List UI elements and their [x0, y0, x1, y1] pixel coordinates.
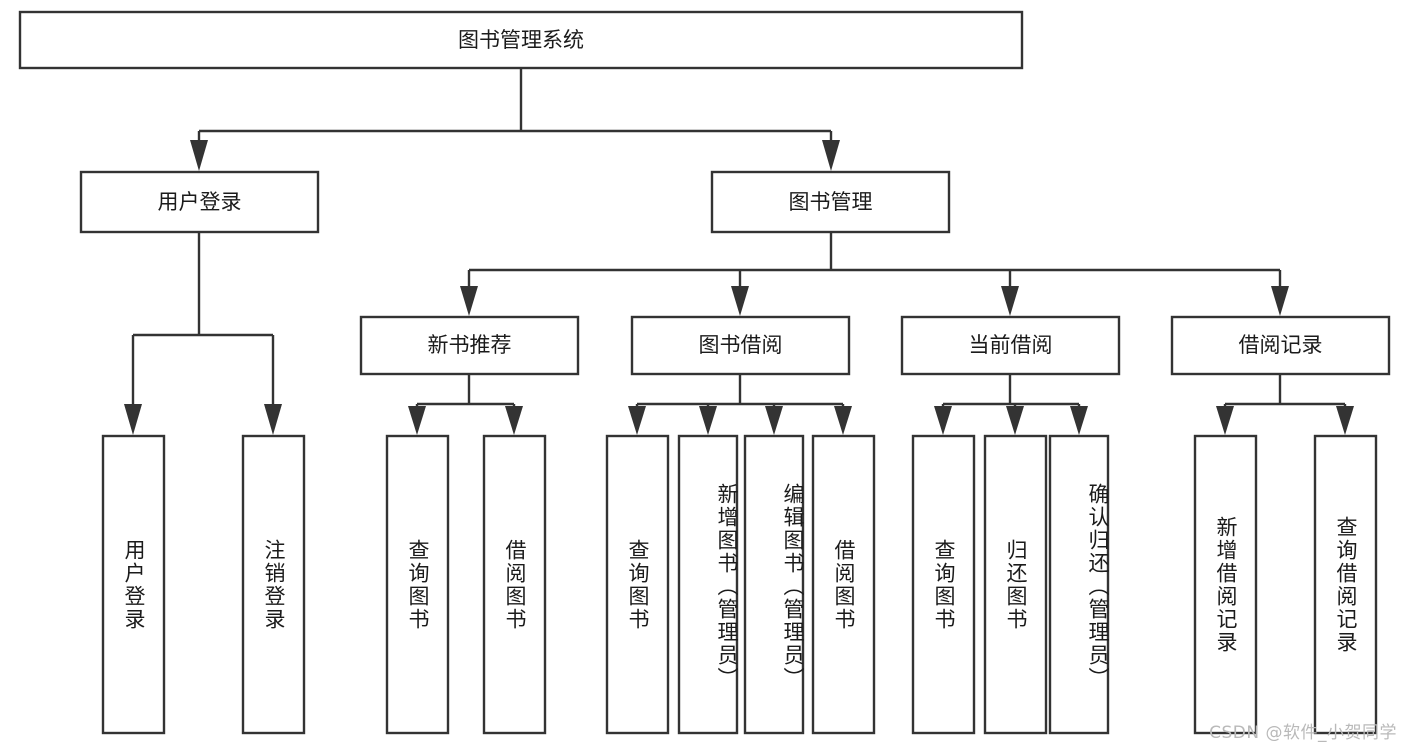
node-leaf-add-book-box[interactable]	[677, 434, 739, 735]
node-leaf-borrow-book-2-box[interactable]	[811, 434, 876, 735]
node-current-borrow-box[interactable]	[900, 315, 1121, 376]
node-leaf-borrow-book-1-box[interactable]	[482, 434, 547, 735]
arrow-head-new-book-rec	[460, 286, 478, 316]
node-borrow-record-box[interactable]	[1170, 315, 1391, 376]
node-leaf-query-record-box[interactable]	[1313, 434, 1378, 735]
arrow-head-leaf-logout	[264, 404, 282, 435]
node-book-manage-label: 图书管理	[789, 190, 873, 214]
node-leaf-return-book-box[interactable]	[983, 434, 1048, 735]
arrow-head-leaf-add-book	[699, 406, 717, 435]
arrow-head-leaf-confirm-return	[1070, 406, 1088, 435]
arrow-head-leaf-borrow-book-2	[834, 406, 852, 435]
arrow-head-leaf-query-book-1	[408, 406, 426, 435]
arrow-head-leaf-add-record	[1216, 406, 1234, 435]
arrow-head-book-borrow	[731, 286, 749, 316]
node-leaf-query-book-2-box[interactable]	[605, 434, 670, 735]
node-book-borrow-box[interactable]	[630, 315, 851, 376]
arrow-head-book-manage	[822, 140, 840, 171]
node-book-manage-box[interactable]	[710, 170, 951, 234]
node-leaf-query-book-1-box[interactable]	[385, 434, 450, 735]
arrow-head-current-borrow	[1001, 286, 1019, 316]
node-user-login-label: 用户登录	[158, 190, 242, 214]
arrow-head-leaf-return-book	[1006, 406, 1024, 435]
node-new-book-rec-box[interactable]	[359, 315, 580, 376]
connector-layer	[124, 68, 1354, 435]
node-leaf-query-book-3-box[interactable]	[911, 434, 976, 735]
node-current-borrow-label: 当前借阅	[969, 333, 1053, 357]
arrow-head-leaf-edit-book	[765, 406, 783, 435]
node-root-label: 图书管理系统	[458, 28, 584, 52]
node-leaf-edit-book-box[interactable]	[743, 434, 805, 735]
arrow-head-leaf-borrow-book-1	[505, 406, 523, 435]
arrow-head-user-login	[190, 140, 208, 171]
node-borrow-record-label: 借阅记录	[1239, 333, 1323, 357]
arrow-head-leaf-query-book-3	[934, 406, 952, 435]
watermark-text: CSDN @软件_小贺同学	[1209, 723, 1397, 743]
node-root-box[interactable]	[18, 10, 1024, 70]
arrow-head-leaf-user-login	[124, 404, 142, 435]
node-leaf-add-record-box[interactable]	[1193, 434, 1258, 735]
arrow-head-borrow-record	[1271, 286, 1289, 316]
node-leaf-user-login-box[interactable]	[101, 434, 166, 735]
node-leaf-confirm-return-box[interactable]	[1048, 434, 1110, 735]
node-leaf-logout-box[interactable]	[241, 434, 306, 735]
node-new-book-rec-label: 新书推荐	[428, 333, 512, 357]
node-user-login-box[interactable]	[79, 170, 320, 234]
arrow-head-leaf-query-record	[1336, 406, 1354, 435]
arrow-head-leaf-query-book-2	[628, 406, 646, 435]
node-book-borrow-label: 图书借阅	[699, 333, 783, 357]
node-layer: 图书管理系统 用户登录 图书管理 新书推荐 图书借阅 当前借阅 借阅记录	[18, 10, 1391, 735]
